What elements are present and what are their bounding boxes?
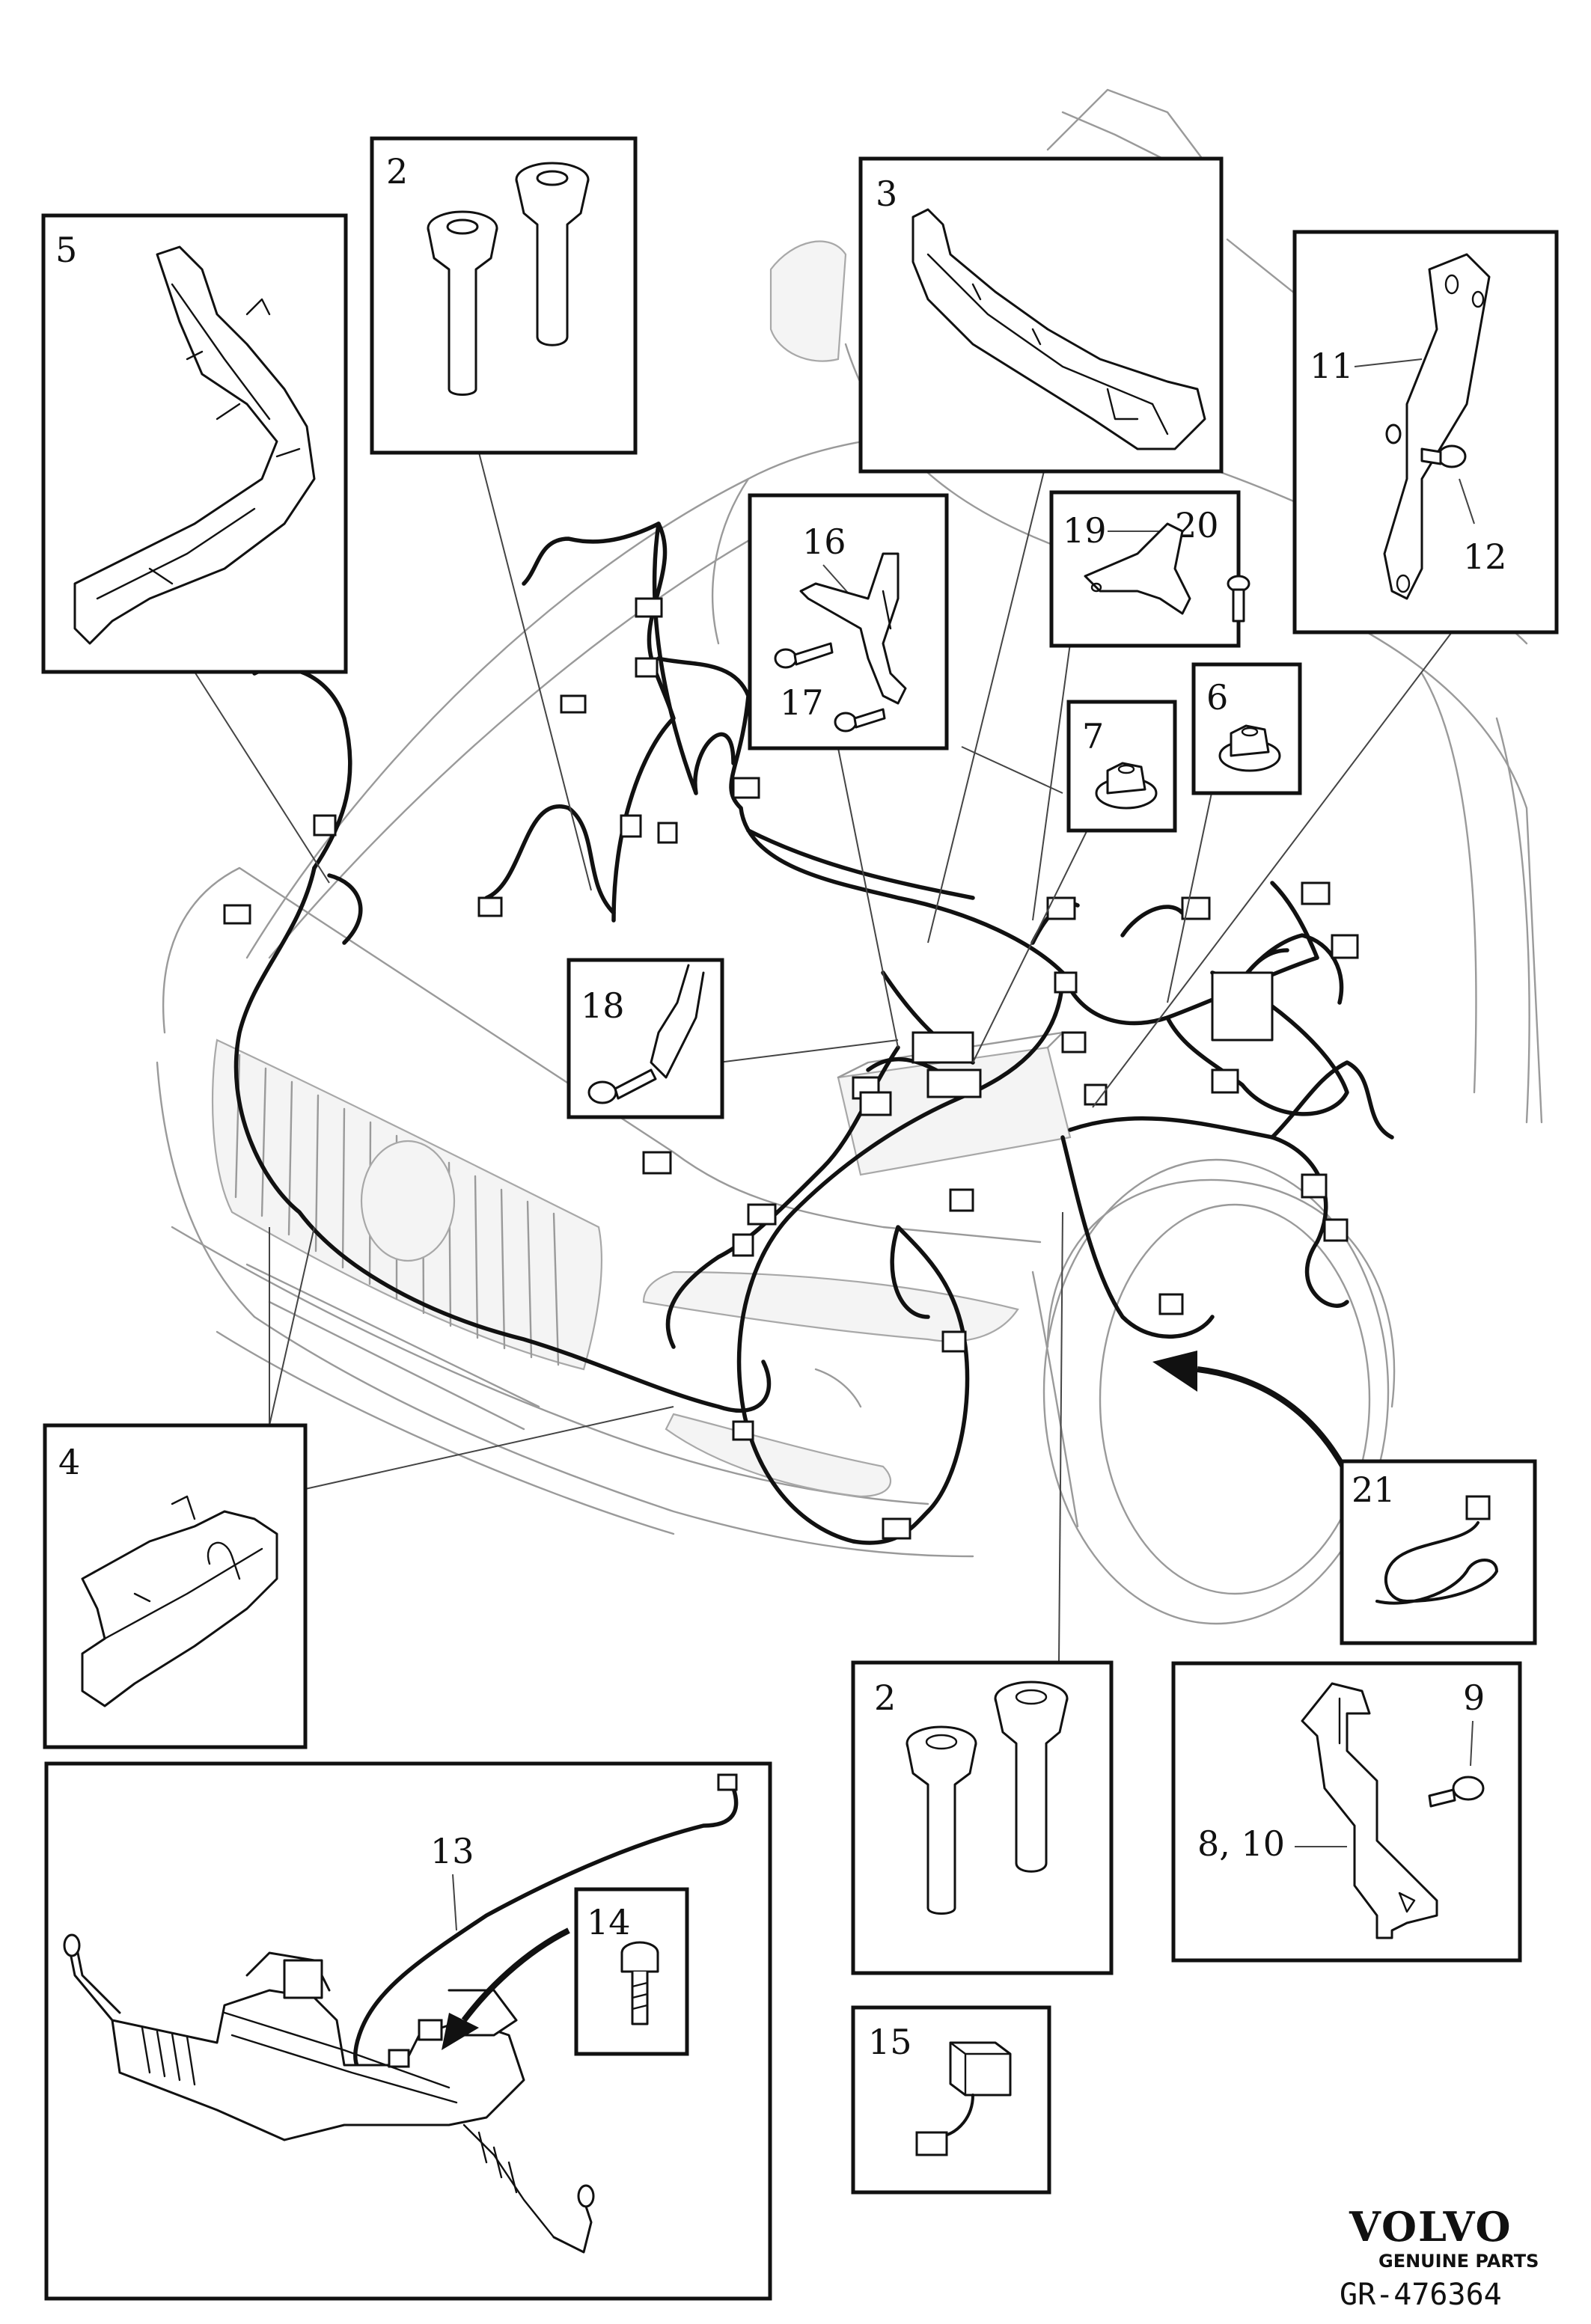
leader-lines — [194, 452, 1453, 1662]
callout-2-bottom: 2 — [874, 1678, 896, 1718]
callout-16: 16 — [802, 522, 846, 562]
branding: VOLVO GENUINE PARTS GR-476364 — [1340, 2203, 1539, 2312]
bracket-icon — [81, 1495, 278, 1707]
bracket-icon — [73, 245, 316, 645]
callout-2-top: 2 — [386, 151, 408, 192]
flange-nut-icon — [1218, 724, 1281, 772]
ground-cable-icon — [587, 964, 705, 1104]
bolt-icon — [620, 1941, 659, 2025]
box-part-14-bolt: 14 — [574, 1887, 689, 2056]
callout-17: 17 — [780, 682, 824, 723]
callout-15: 15 — [868, 2022, 912, 2062]
box-part-19-20-bracket: 19 20 — [1049, 490, 1250, 648]
callout-19: 19 — [1063, 510, 1107, 551]
callout-14: 14 — [587, 1902, 631, 1942]
callout-6: 6 — [1206, 677, 1228, 718]
arrow-21 — [1152, 1351, 1358, 1490]
arrow-14 — [442, 1927, 570, 2050]
genuine-parts-tagline: GENUINE PARTS — [1378, 2251, 1539, 2272]
car-body-outline — [156, 88, 1543, 1625]
callout-9: 9 — [1463, 1678, 1485, 1718]
steering-rack-harness — [353, 1773, 739, 2082]
box-part-6-nut: 6 — [1191, 662, 1302, 795]
grommet-icon — [994, 1681, 1069, 1873]
bracket-plate-icon — [1383, 253, 1491, 600]
bolt-icon — [1428, 1776, 1485, 1808]
volvo-logo: VOLVO — [1349, 2203, 1512, 2251]
box-part-15-connector: 15 — [851, 2005, 1051, 2195]
diagram-reference-number: GR-476364 — [1340, 2278, 1502, 2312]
box-part-21-cable: 21 — [1340, 1459, 1537, 1645]
grommet-icon — [906, 1725, 977, 1915]
callout-12: 12 — [1463, 536, 1507, 577]
callout-20: 20 — [1175, 505, 1219, 545]
bracket-icon — [799, 552, 907, 705]
cable-connector-icon — [1375, 1495, 1498, 1605]
callout-4: 4 — [58, 1442, 80, 1482]
grille-emblem — [360, 1140, 456, 1262]
callout-11: 11 — [1310, 346, 1354, 386]
box-part-13-14-steering-rack: 13 — [44, 1761, 772, 2301]
callout-18: 18 — [581, 985, 625, 1026]
box-part-2-grommets-bottom: 2 — [851, 1660, 1114, 1975]
box-part-2-grommets-top: 2 — [370, 136, 638, 455]
grommet-icon — [515, 162, 590, 346]
callout-8-10: 8, 10 — [1197, 1823, 1285, 1864]
grommet-icon — [427, 210, 498, 396]
box-part-4-bracket: 4 — [43, 1423, 308, 1749]
box-part-3-cover: 3 — [858, 156, 1224, 474]
box-part-18-ground: 18 — [567, 958, 724, 1119]
box-part-5-bracket: 5 — [41, 213, 348, 674]
callout-5: 5 — [55, 230, 77, 270]
box-part-11-12-bracket: 11 12 — [1292, 230, 1559, 634]
bolt-icon — [834, 708, 886, 733]
bolt-icon — [1227, 575, 1250, 623]
harness-cover-icon — [911, 208, 1206, 450]
connector-icon — [915, 2041, 1012, 2156]
box-part-7-nut: 7 — [1066, 700, 1177, 833]
callout-7: 7 — [1082, 716, 1104, 756]
bracket-icon — [1301, 1682, 1438, 1939]
box-part-8-9-10-bracket: 9 8, 10 — [1171, 1661, 1522, 1963]
bolt-icon — [774, 642, 834, 669]
box-part-16-17-bracket: 16 17 — [748, 493, 949, 750]
callout-21: 21 — [1352, 1470, 1396, 1510]
callout-13: 13 — [430, 1831, 474, 1871]
bolt-icon — [1420, 444, 1467, 468]
bracket-icon — [1084, 522, 1191, 615]
callout-3: 3 — [876, 174, 897, 214]
harness-connectors — [223, 597, 1359, 1540]
flange-nut-icon — [1095, 762, 1158, 810]
